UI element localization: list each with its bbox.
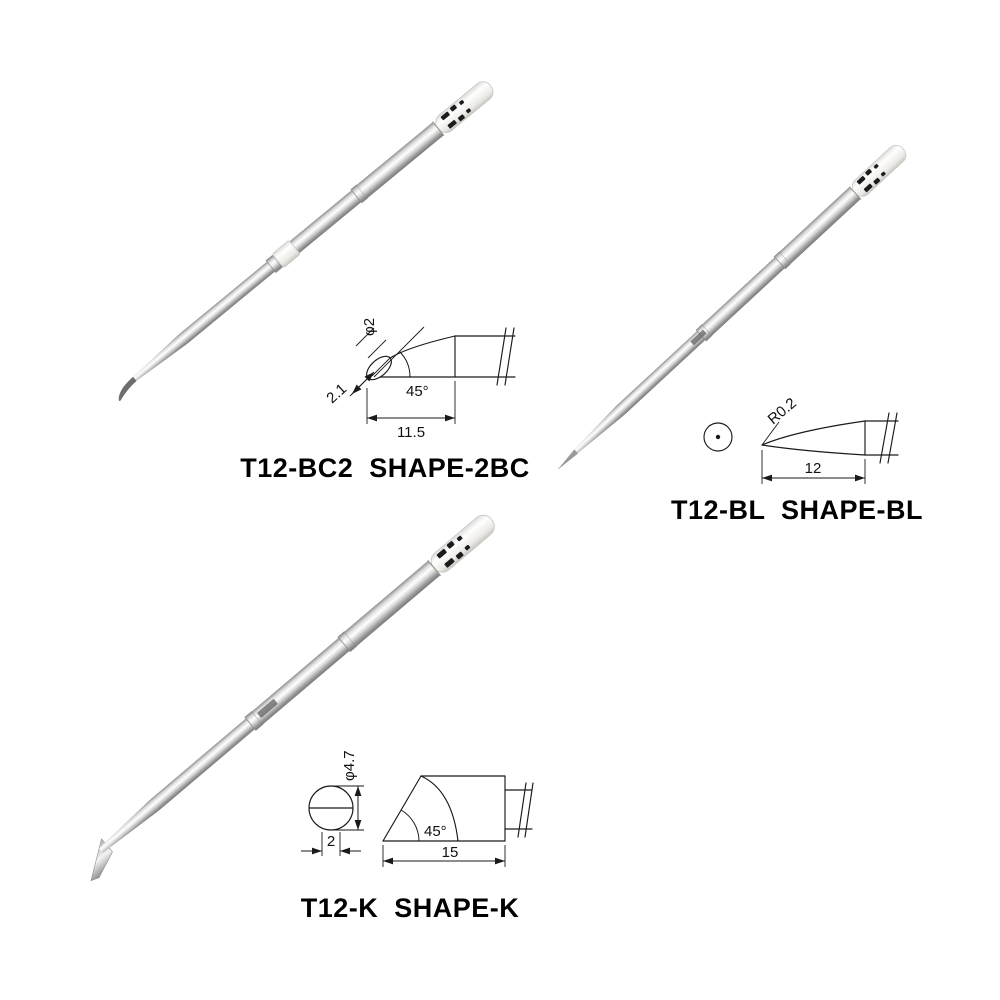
soldering-tip-photo-bl [558,141,911,470]
product-label-k: T12-K SHAPE-K [301,893,520,923]
bl-needle-tip [558,449,578,469]
bl-tip-edge [558,453,579,470]
shaft-engraving [690,329,707,345]
k-dimension-drawing: φ4.7 2 45° 15 [301,750,534,867]
leader-line [761,421,780,446]
product-label-bc2: T12-BC2 SHAPE-2BC [240,453,530,483]
extension-line [367,339,387,359]
bc2-face-dim-label: 2.1 [323,380,350,407]
k-angle-dim-label: 45° [424,823,447,840]
bc2-diameter-dim-label: φ2 [361,318,378,336]
break-mark [517,782,527,838]
break-mark [496,327,507,386]
soldering-tip-photo-bc2 [118,77,498,401]
bl-taper-bottom [761,444,866,456]
pen-body [127,77,498,388]
shaft-engraving [257,699,278,718]
heat-insulator-band [272,240,300,268]
bl-dimension-drawing: R0.2 12 [703,395,899,484]
product-label-bl: T12-BL SHAPE-BL [671,495,923,525]
pen-body [569,141,911,459]
extension-line [371,357,391,377]
k-edge-width-dim-label: 2 [327,833,335,850]
extension-line [355,327,375,347]
bl-section-center-dot [715,434,721,440]
k-blade-slant-edge [382,775,422,842]
bc2-bevel-line [373,326,425,378]
bl-radius-dim-label: R0.2 [765,395,800,428]
break-mark [504,327,515,386]
bl-length-dim-label: 12 [805,460,822,477]
bc2-dimension-drawing: φ2 2.1 45° 11.5 [323,318,516,441]
dimension-line [351,371,375,395]
angle-arc [400,809,420,842]
soldering-tip-photo-k [90,510,500,882]
k-knife-blade [90,838,113,882]
bc2-length-dim-label: 11.5 [397,424,425,441]
break-mark [887,412,898,464]
k-face-curve [420,775,459,842]
bc2-bent-tip [118,376,137,401]
angle-arc [399,351,411,378]
bc2-cone-top-outline [389,335,456,359]
bc2-angle-dim-label: 45° [406,383,429,400]
bl-taper-top [761,420,866,446]
break-mark [524,782,534,838]
pen-body [93,510,500,860]
k-diameter-dim-label: φ4.7 [341,750,358,781]
k-length-dim-label: 15 [442,844,459,861]
break-mark [879,412,890,464]
